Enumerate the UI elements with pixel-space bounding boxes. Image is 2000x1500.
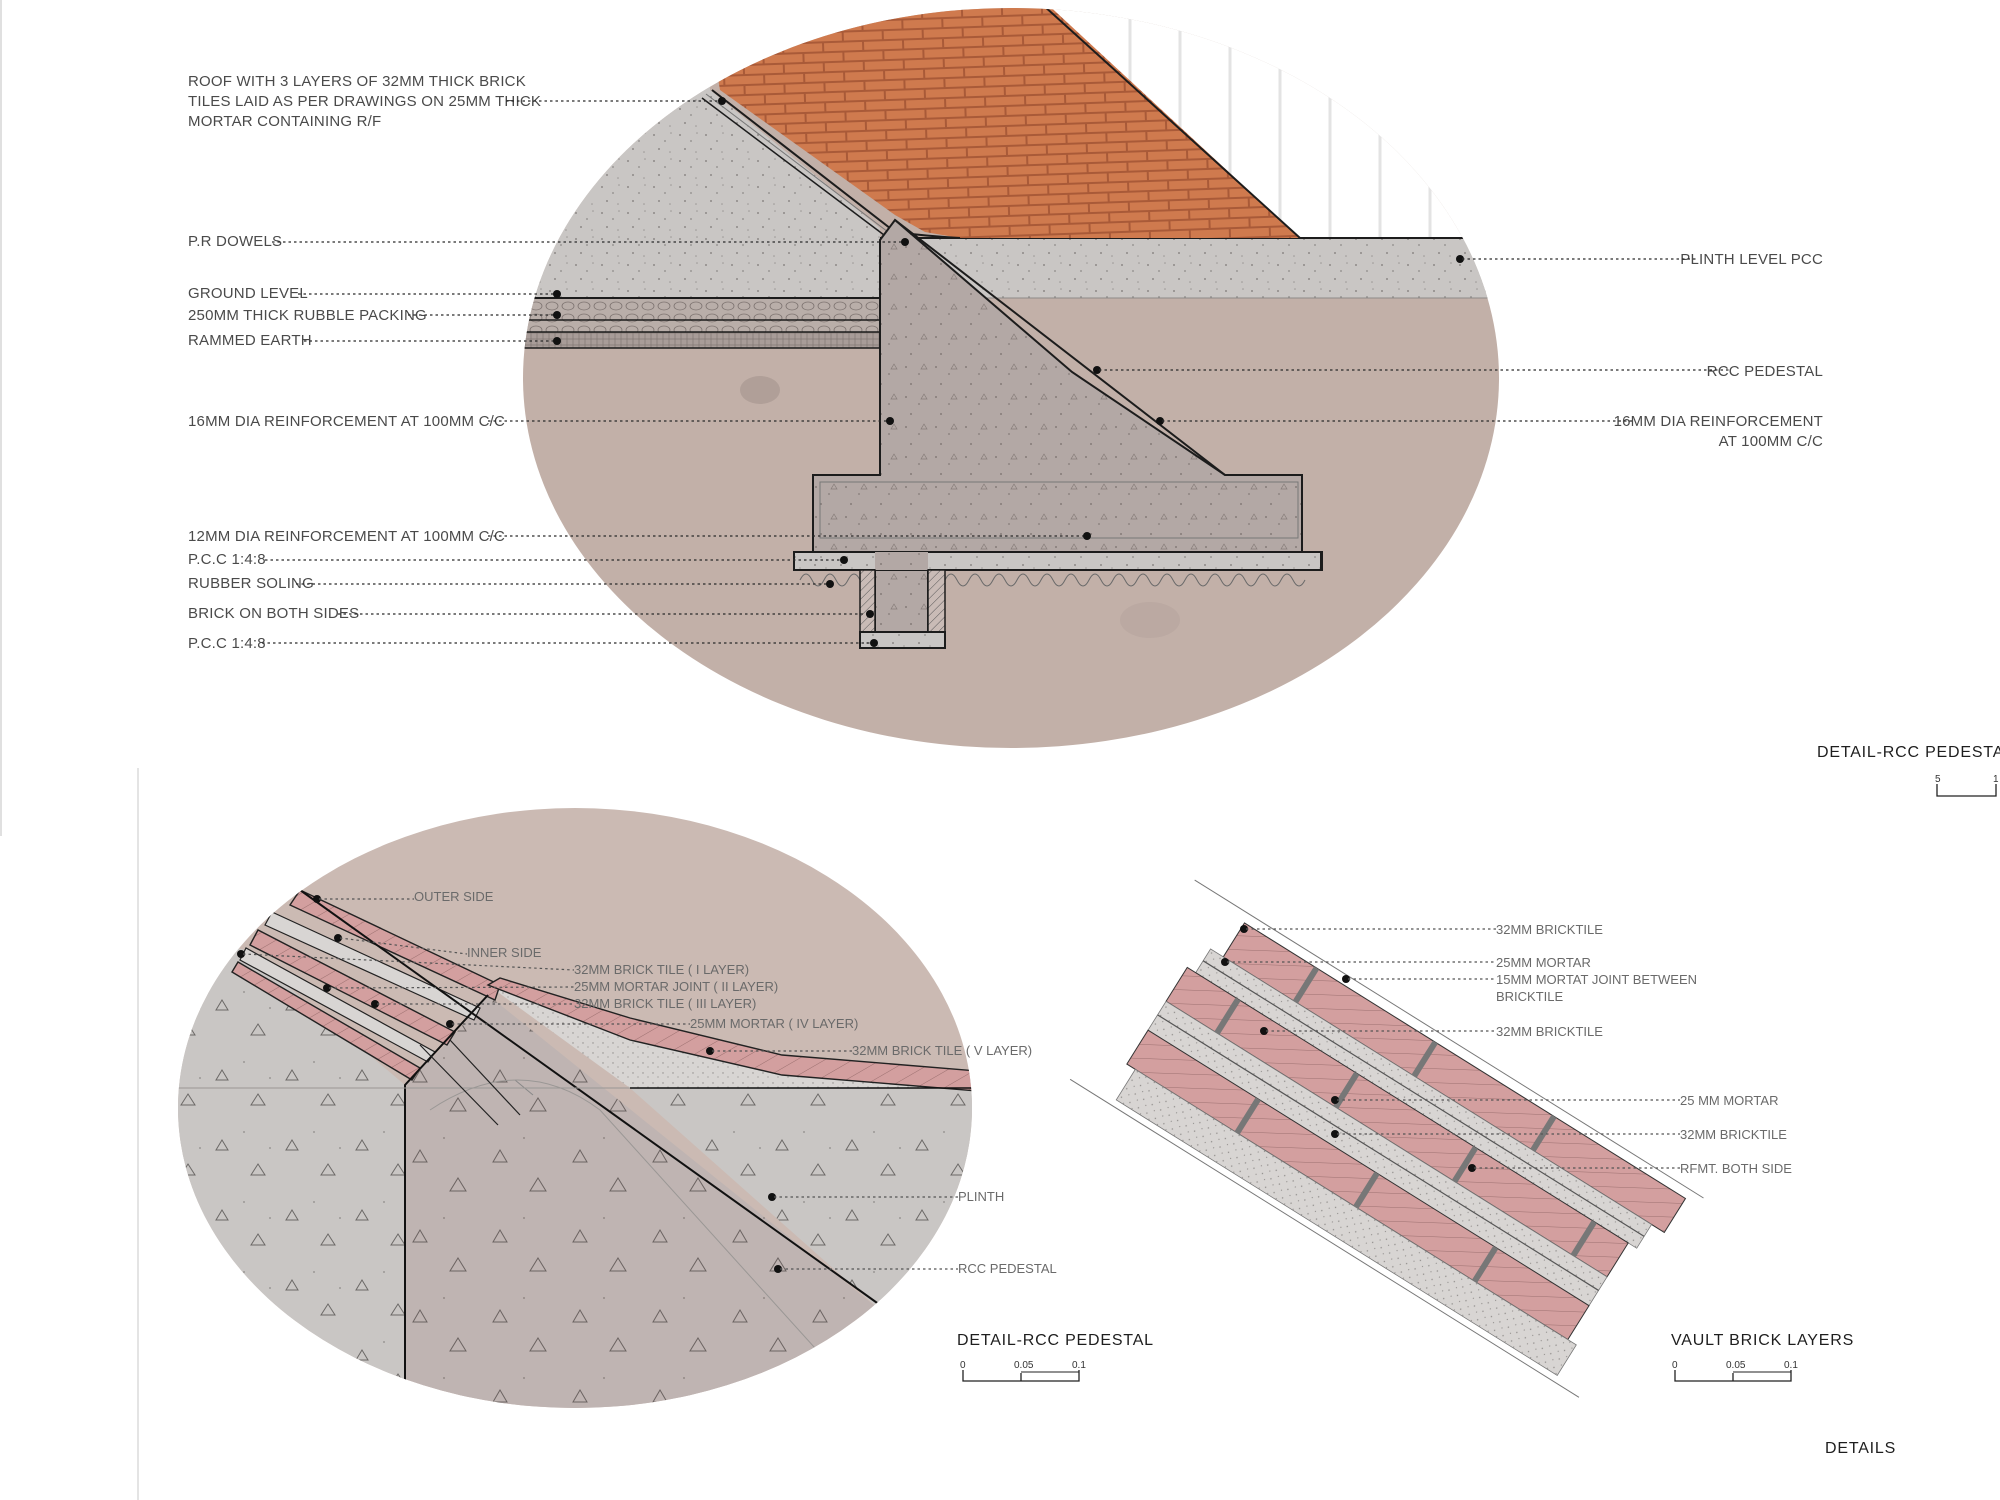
detail-rcc-pedestal-main: ROOF WITH 3 LAYERS OF 32MM THICK BRICK T… xyxy=(188,8,2000,797)
label-rubber-soling: RUBBER SOLING xyxy=(188,575,314,592)
label-vault-mortar-25b: 25 MM MORTAR xyxy=(1680,1093,1778,1108)
label-16mm-left: 16MM DIA REINFORCEMENT AT 100MM C/C xyxy=(188,413,505,430)
label-12mm: 12MM DIA REINFORCEMENT AT 100MM C/C xyxy=(188,528,505,545)
label-tile-layer-1: 32MM BRICK TILE ( I LAYER) xyxy=(574,962,749,977)
label-roof-2: TILES LAID AS PER DRAWINGS ON 25MM THICK xyxy=(188,93,541,110)
label-vault-joint-1: 15MM MORTAT JOINT BETWEEN xyxy=(1496,972,1697,987)
detail-bl-title: DETAIL-RCC PEDESTAL xyxy=(957,1332,1154,1349)
scale-vault-tick-0: 0 xyxy=(1672,1360,1678,1371)
sheet-title: DETAILS xyxy=(1825,1440,1896,1457)
top-left-labels: ROOF WITH 3 LAYERS OF 32MM THICK BRICK T… xyxy=(188,73,541,652)
label-plinth: PLINTH xyxy=(958,1189,1004,1204)
scale-bl-tick-2: 0.1 xyxy=(1072,1360,1086,1371)
scale-top-tick-1: 1 xyxy=(1993,774,1999,785)
label-vault-bricktile-1: 32MM BRICKTILE xyxy=(1496,922,1603,937)
scale-vault-tick-1: 0.05 xyxy=(1726,1360,1746,1371)
label-16mm-right-1: 16MM DIA REINFORCEMENT xyxy=(1614,413,1823,430)
label-rcc-pedestal: RCC PEDESTAL xyxy=(1707,363,1823,380)
vault-leaders xyxy=(1221,925,1680,1172)
scale-bl-tick-1: 0.05 xyxy=(1014,1360,1034,1371)
bl-leaders xyxy=(237,895,958,1273)
label-vault-rfmt: RFMT. BOTH SIDE xyxy=(1680,1161,1792,1176)
detail-rcc-pedestal-enlarged: OUTER SIDE INNER SIDE 32MM BRICK TILE ( … xyxy=(178,808,1154,1408)
label-outer-side: OUTER SIDE xyxy=(414,889,494,904)
label-vault-bricktile-3: 32MM BRICKTILE xyxy=(1680,1127,1787,1142)
label-ground-level: GROUND LEVEL xyxy=(188,285,308,302)
vault-labels: 32MM BRICKTILE 25MM MORTAR 15MM MORTAT J… xyxy=(1496,922,1792,1176)
vault-title: VAULT BRICK LAYERS xyxy=(1671,1332,1854,1349)
label-mortar-layer-2: 25MM MORTAR JOINT ( II LAYER) xyxy=(574,979,778,994)
label-rammed-earth: RAMMED EARTH xyxy=(188,332,312,349)
label-rubble-packing: 250MM THICK RUBBLE PACKING xyxy=(188,307,427,324)
label-rcc-pedestal-bl: RCC PEDESTAL xyxy=(958,1261,1057,1276)
label-pcc-1: P.C.C 1:4:8 xyxy=(188,551,266,568)
label-tile-layer-5: 32MM BRICK TILE ( V LAYER) xyxy=(852,1043,1032,1058)
label-tile-layer-3: 32MM BRICK TILE ( III LAYER) xyxy=(574,996,756,1011)
scale-vault-tick-2: 0.1 xyxy=(1784,1360,1798,1371)
label-pcc-2: P.C.C 1:4:8 xyxy=(188,635,266,652)
scale-bar-vault: 0 0.05 0.1 xyxy=(1672,1360,1798,1382)
label-pr-dowels: P.R DOWELS xyxy=(188,233,282,250)
label-vault-joint-2: BRICKTILE xyxy=(1496,989,1564,1004)
vault-brick-layers: 32MM BRICKTILE 25MM MORTAR 15MM MORTAT J… xyxy=(1069,879,1854,1398)
label-vault-bricktile-2: 32MM BRICKTILE xyxy=(1496,1024,1603,1039)
top-left-leaders xyxy=(262,97,1091,647)
label-inner-side: INNER SIDE xyxy=(467,945,542,960)
label-plinth-level-pcc: PLINTH LEVEL PCC xyxy=(1680,251,1823,268)
scale-top-tick-0: 5 xyxy=(1935,774,1941,785)
label-16mm-right-2: AT 100MM C/C xyxy=(1719,433,1823,450)
label-roof-3: MORTAR CONTAINING R/F xyxy=(188,113,381,130)
label-mortar-layer-4: 25MM MORTAR ( IV LAYER) xyxy=(690,1016,858,1031)
detail-top-title: DETAIL-RCC PEDESTAL xyxy=(1817,744,2000,761)
scale-bar-bl: 0 0.05 0.1 xyxy=(960,1360,1086,1382)
label-vault-mortar-25: 25MM MORTAR xyxy=(1496,955,1591,970)
top-right-labels: PLINTH LEVEL PCC RCC PEDESTAL 16MM DIA R… xyxy=(1614,251,1823,450)
scale-bar-top: 5 1 xyxy=(1935,774,1999,797)
label-brick-both-sides: BRICK ON BOTH SIDES xyxy=(188,605,359,622)
scale-bl-tick-0: 0 xyxy=(960,1360,966,1371)
top-right-leaders xyxy=(1093,255,1730,425)
label-roof-1: ROOF WITH 3 LAYERS OF 32MM THICK BRICK xyxy=(188,73,526,90)
bl-labels: OUTER SIDE INNER SIDE 32MM BRICK TILE ( … xyxy=(414,889,1057,1276)
